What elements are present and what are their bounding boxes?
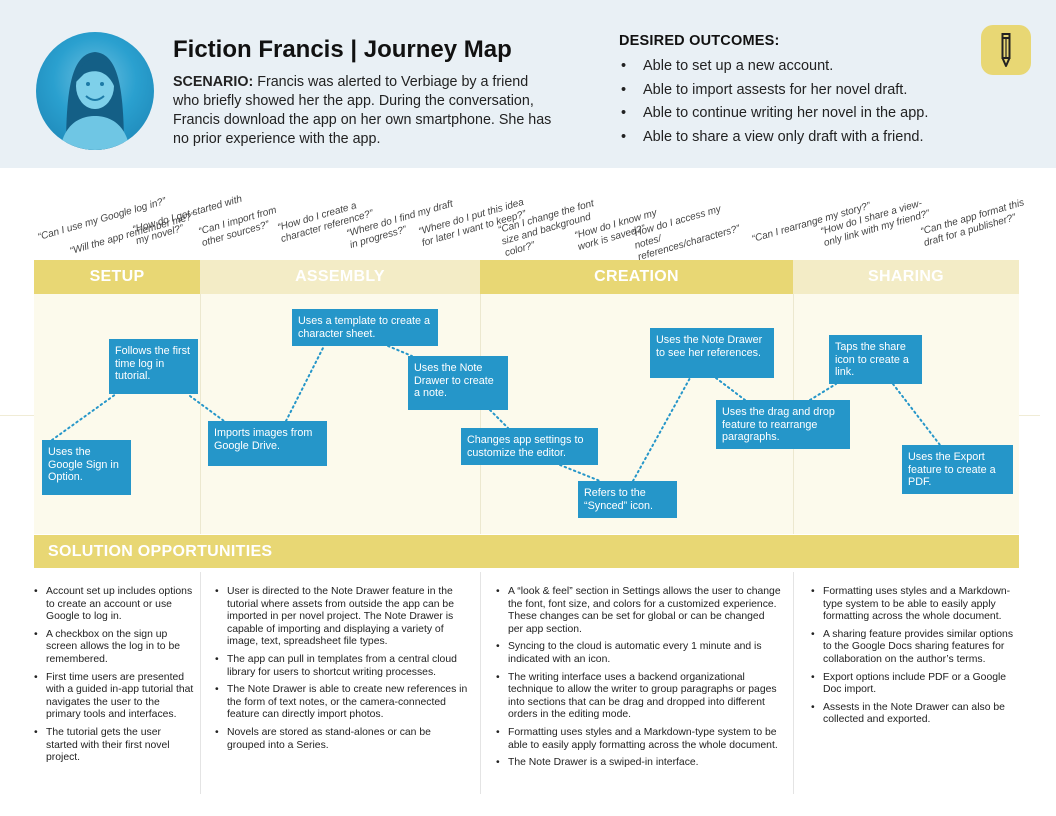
outcome-item: Able to set up a new account.	[619, 55, 979, 79]
solutions-setup-column: Account set up includes options to creat…	[34, 586, 194, 770]
journey-area	[34, 294, 1019, 534]
persona-avatar	[36, 32, 154, 150]
journey-step: Changes app settings to customize the ed…	[461, 428, 598, 465]
solution-item: Novels are stored as stand-alones or can…	[215, 727, 471, 752]
solution-item: Syncing to the cloud is automatic every …	[496, 641, 782, 666]
column-divider	[200, 572, 201, 794]
journey-step: Taps the share icon to create a link.	[829, 335, 922, 384]
solution-item: Account set up includes options to creat…	[34, 586, 194, 624]
journey-step: Uses the Note Drawer to create a note.	[408, 356, 508, 410]
solution-item: The app can pull in templates from a cen…	[215, 654, 471, 679]
column-divider	[793, 572, 794, 794]
phase-sharing: SHARING	[793, 260, 1019, 294]
outcome-item: Able to share a view only draft with a f…	[619, 126, 979, 150]
journey-step: Uses the drag and drop feature to rearra…	[716, 400, 850, 449]
scenario-text: SCENARIO: Francis was alerted to Verbiag…	[173, 73, 553, 149]
solution-item: Formatting uses styles and a Markdown-ty…	[811, 586, 1019, 624]
phase-setup: SETUP	[34, 260, 200, 294]
solution-item: The writing interface uses a backend org…	[496, 672, 782, 722]
scenario-label: SCENARIO:	[173, 74, 254, 90]
journey-step: Uses a template to create a character sh…	[292, 309, 438, 346]
journey-step: Uses the Google Sign in Option.	[42, 440, 131, 495]
solution-opportunities-bar	[34, 535, 1019, 568]
solution-item: Formatting uses styles and a Markdown-ty…	[496, 727, 782, 752]
journey-step: Uses the Note Drawer to see her referenc…	[650, 328, 774, 378]
desired-outcomes-heading: DESIRED OUTCOMES:	[619, 33, 780, 49]
page-title: Fiction Francis | Journey Map	[173, 36, 512, 63]
solutions-assembly-column: User is directed to the Note Drawer feat…	[215, 586, 471, 757]
column-divider	[480, 572, 481, 794]
solution-item: The Note Drawer is able to create new re…	[215, 684, 471, 722]
solution-item: A sharing feature provides similar optio…	[811, 629, 1019, 667]
solution-item: A “look & feel” section in Settings allo…	[496, 586, 782, 636]
pencil-icon	[1001, 33, 1011, 67]
solution-item: Assests in the Note Drawer can also be c…	[811, 702, 1019, 727]
solution-item: User is directed to the Note Drawer feat…	[215, 586, 471, 649]
solution-item: First time users are presented with a gu…	[34, 672, 194, 722]
journey-step: Uses the Export feature to create a PDF.	[902, 445, 1013, 494]
solutions-creation-column: A “look & feel” section in Settings allo…	[496, 586, 782, 775]
journey-step: Refers to the “Synced” icon.	[578, 481, 677, 518]
solution-item: A checkbox on the sign up screen allows …	[34, 629, 194, 667]
phase-divider	[200, 294, 201, 534]
outcome-item: Able to import assests for her novel dra…	[619, 79, 979, 103]
outcome-item: Able to continue writing her novel in th…	[619, 102, 979, 126]
solutions-sharing-column: Formatting uses styles and a Markdown-ty…	[811, 586, 1019, 732]
pencil-badge	[981, 25, 1031, 75]
solution-item: Export options include PDF or a Google D…	[811, 672, 1019, 697]
phase-creation: CREATION	[480, 260, 793, 294]
phase-assembly: ASSEMBLY	[200, 260, 480, 294]
journey-step: Imports images from Google Drive.	[208, 421, 327, 466]
phase-divider	[480, 294, 481, 534]
journey-step: Follows the first time log in tutorial.	[109, 339, 198, 394]
solution-item: The tutorial gets the user started with …	[34, 727, 194, 765]
desired-outcomes-list: Able to set up a new account. Able to im…	[619, 55, 979, 149]
solution-item: The Note Drawer is a swiped-in interface…	[496, 757, 782, 770]
solution-opportunities-heading: SOLUTION OPPORTUNITIES	[48, 543, 273, 560]
scenario-body: Francis was alerted to Verbiage by a fri…	[173, 74, 552, 147]
